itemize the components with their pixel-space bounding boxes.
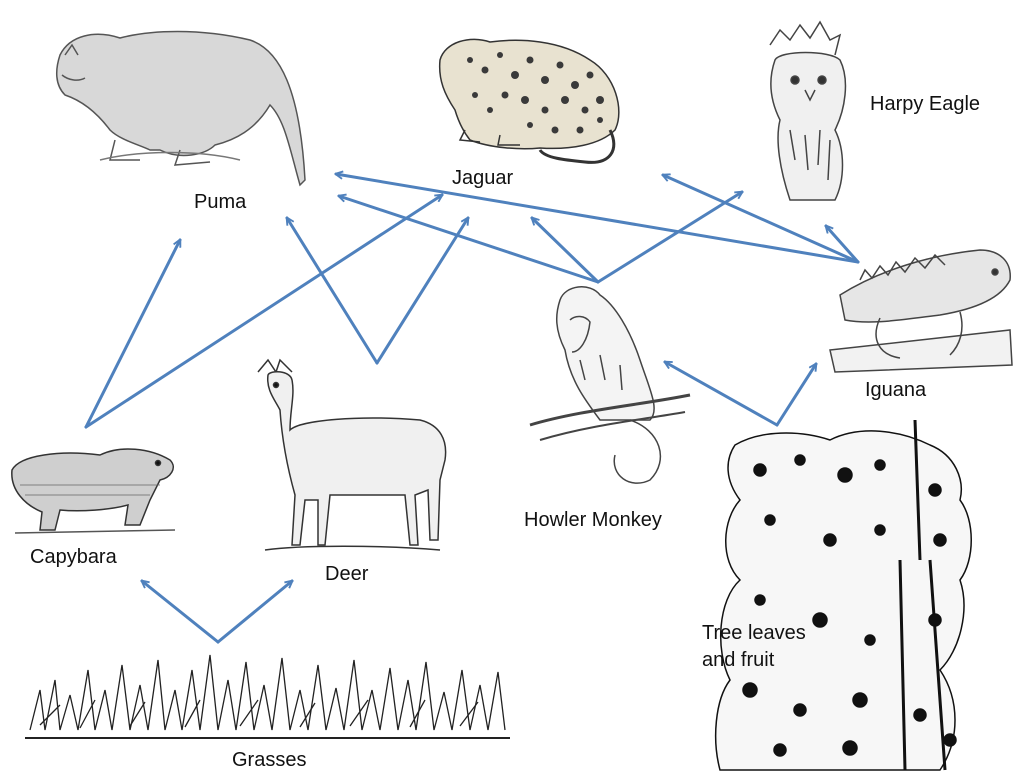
arrow-tree-iguana [777, 364, 816, 425]
label-tree-leaves: Tree leaves and fruit [702, 620, 812, 674]
label-howler-monkey: Howler Monkey [524, 508, 662, 532]
arrow-capybara-puma [86, 240, 180, 427]
label-jaguar: Jaguar [452, 166, 513, 190]
arrow-deer-puma [287, 218, 377, 363]
arrow-iguana-jaguar [663, 175, 858, 262]
arrow-tree-monkey [665, 362, 777, 425]
label-capybara: Capybara [30, 545, 117, 569]
label-harpy-eagle: Harpy Eagle [870, 92, 980, 116]
label-iguana: Iguana [865, 378, 926, 402]
label-tree-leaves-line1: Tree leaves [702, 620, 812, 647]
arrow-deer-jaguar [377, 218, 468, 363]
label-puma: Puma [194, 190, 246, 214]
arrow-capybara-jaguar [86, 195, 442, 427]
arrow-monkey-harpy [598, 192, 742, 282]
arrow-monkey-puma [339, 196, 598, 282]
label-tree-leaves-line2: and fruit [702, 647, 812, 674]
arrow-grasses-deer [218, 581, 292, 642]
label-grasses: Grasses [232, 748, 306, 772]
label-deer: Deer [325, 562, 368, 586]
arrow-iguana-puma [336, 174, 858, 262]
arrow-grasses-capybara [142, 581, 218, 642]
